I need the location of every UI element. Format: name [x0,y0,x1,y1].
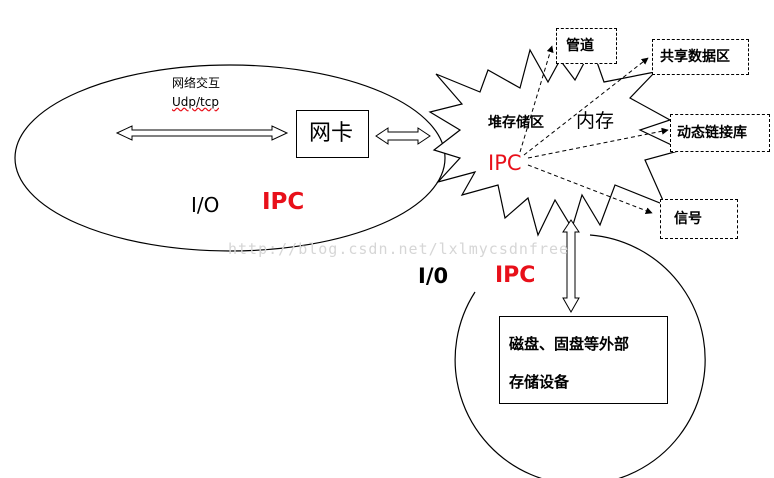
signal-box: 信号 [660,199,738,239]
network-double-arrow [115,125,289,141]
arrow-to-pipe [519,45,554,153]
signal-label: 信号 [674,211,702,227]
shared-memory-box: 共享数据区 [652,39,749,75]
memory-storage-double-arrow [562,219,580,314]
pipe-label: 管道 [566,38,594,54]
pipe-box: 管道 [556,28,617,64]
dynamic-library-label: 动态链接库 [677,125,747,141]
network-ellipse [14,64,446,252]
storage-circle [454,234,706,478]
bottom-ipc-label: IPC [495,263,536,288]
dynamic-library-box: 动态链接库 [670,114,770,152]
storage-device-box: 磁盘、固盘等外部 存储设备 [499,316,668,404]
arrow-to-signal [527,164,653,214]
memory-ipc-label: IPC [488,151,522,175]
watermark: http://blog.csdn.net/lxlmycsdnfree [228,240,570,258]
arrow-to-shared-memory [523,57,649,156]
nic-box: 网卡 [296,110,369,158]
bottom-io-label: I/0 [418,264,449,288]
network-label-line1: 网络交互 [172,76,221,90]
memory-starburst [428,46,684,237]
arrow-to-dynamic-library [527,127,669,159]
storage-label-line1: 磁盘、固盘等外部 [509,335,630,353]
left-io-label: I/O [191,193,220,217]
nic-label: 网卡 [309,121,354,146]
heap-storage-label: 堆存储区 [488,115,544,131]
shared-memory-label: 共享数据区 [660,49,730,65]
memory-label: 内存 [576,110,615,132]
network-label-line2: Udp/tcp [172,95,219,109]
nic-memory-double-arrow [375,127,431,145]
left-ipc-label: IPC [262,189,305,215]
storage-label-line2: 存储设备 [509,373,570,391]
